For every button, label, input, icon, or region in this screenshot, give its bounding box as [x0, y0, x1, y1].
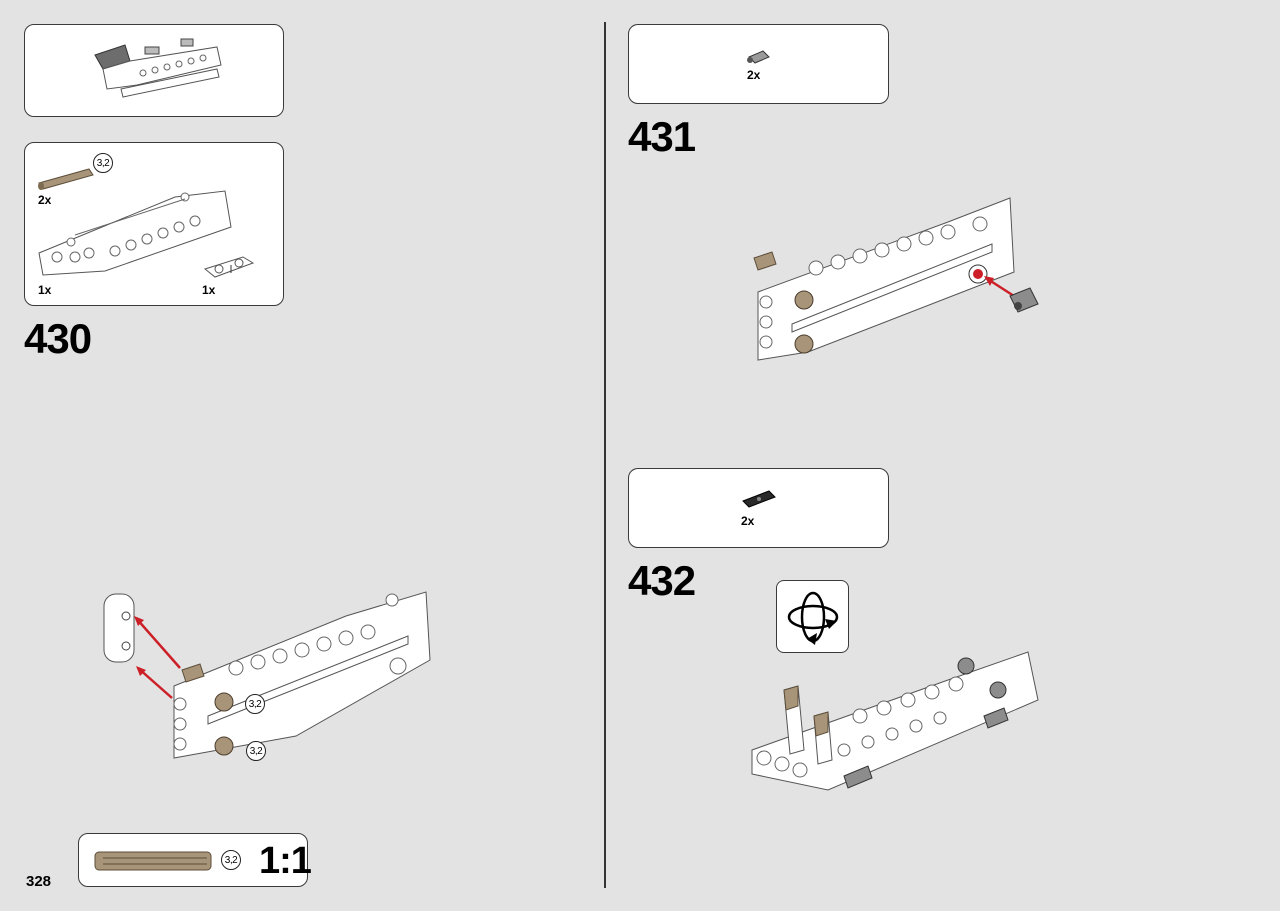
step-432-parts-box: 2x [628, 468, 889, 548]
beam-part-image [38, 190, 232, 276]
part-quantity: 2x [38, 193, 52, 207]
connector-part-image [203, 256, 255, 278]
scale-label: 1:1 [259, 840, 312, 882]
ruler-size-badge: 3,2 [221, 850, 241, 870]
part-size-badge: 3,2 [93, 153, 113, 173]
axle-size-callout: 3,2 [245, 694, 265, 714]
step-432-number: 432 [628, 557, 696, 604]
axle-size-callout: 3,2 [246, 741, 266, 761]
part-quantity: 2x [747, 68, 761, 82]
step-431-assembly-image [753, 197, 1039, 361]
black-pin-part-image [742, 490, 776, 508]
step-430-parts-box: 3,2 2x 1x 1x [24, 142, 284, 306]
step-432-assembly-image [751, 651, 1039, 791]
grey-pin-part-image [747, 50, 770, 64]
part-quantity: 1x [202, 283, 216, 297]
axle-scale-image [94, 851, 212, 871]
step-431-parts-box: 2x [628, 24, 889, 104]
rotate-model-box [776, 580, 849, 653]
page-number: 328 [26, 873, 52, 890]
part-quantity: 2x [741, 514, 755, 528]
scale-ruler-box: 3,2 1:1 [78, 833, 312, 887]
step-430-number: 430 [24, 315, 92, 362]
part-quantity: 1x [38, 283, 52, 297]
rotate-model-icon [787, 591, 839, 645]
subassembly-reference-box [24, 24, 284, 117]
subassembly-model-image [94, 38, 222, 98]
step-430-assembly-image [103, 591, 431, 759]
tan-axle-part-image [38, 168, 94, 190]
page-divider [604, 22, 606, 888]
step-431-number: 431 [628, 113, 696, 160]
